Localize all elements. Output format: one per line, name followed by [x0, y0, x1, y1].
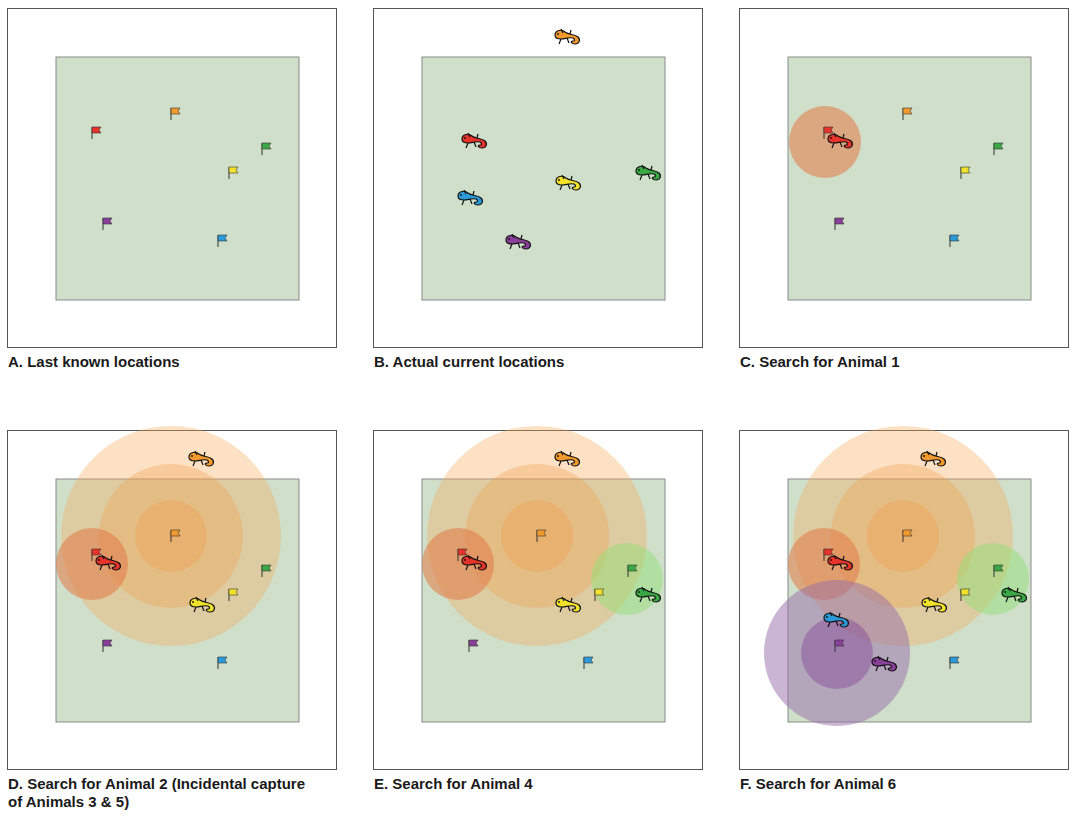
search-radius — [957, 543, 1029, 615]
salamander — [555, 29, 579, 44]
map-panel: E. Search for Animal 4 — [373, 430, 703, 770]
map-panel: A. Last known locations — [7, 8, 337, 348]
location-flag — [229, 589, 238, 601]
location-flag — [961, 167, 970, 179]
salamander — [828, 133, 852, 148]
study-area — [56, 57, 299, 300]
salamander — [872, 656, 896, 671]
location-flag — [835, 218, 844, 230]
salamander — [462, 133, 486, 148]
map-panel: B. Actual current locations — [373, 8, 703, 348]
location-flag — [994, 143, 1003, 155]
salamander — [556, 597, 580, 612]
salamander — [190, 597, 214, 612]
location-flag — [218, 235, 227, 247]
salamander — [636, 587, 660, 602]
map-illustration — [374, 431, 704, 771]
search-radius — [135, 500, 207, 572]
location-flag — [229, 167, 238, 179]
location-flag — [835, 640, 844, 652]
location-flag — [950, 657, 959, 669]
location-flag — [595, 589, 604, 601]
map-panel: D. Search for Animal 2 (Incidental captu… — [7, 430, 337, 770]
location-flag — [171, 108, 180, 120]
search-radius — [801, 617, 873, 689]
search-radius — [465, 464, 609, 608]
location-flag — [628, 565, 637, 577]
study-area — [788, 57, 1031, 300]
search-radius — [501, 500, 573, 572]
salamander — [555, 451, 579, 466]
salamander — [828, 555, 852, 570]
location-flag — [103, 640, 112, 652]
location-flag — [950, 235, 959, 247]
location-flag — [171, 530, 180, 542]
map-illustration — [8, 431, 338, 771]
location-flag — [218, 657, 227, 669]
salamander — [1002, 587, 1026, 602]
location-flag — [92, 127, 101, 139]
panel-caption: D. Search for Animal 2 (Incidental captu… — [8, 775, 308, 811]
location-flag — [537, 530, 546, 542]
panel-caption: C. Search for Animal 1 — [740, 353, 1040, 371]
salamander — [96, 555, 120, 570]
search-radius — [591, 543, 663, 615]
location-flag — [103, 218, 112, 230]
location-flag — [994, 565, 1003, 577]
location-flag — [262, 143, 271, 155]
location-flag — [584, 657, 593, 669]
panel-caption: B. Actual current locations — [374, 353, 674, 371]
location-flag — [469, 640, 478, 652]
map-illustration — [8, 9, 338, 349]
salamander — [636, 165, 660, 180]
search-radius — [99, 464, 243, 608]
salamander — [458, 190, 482, 205]
search-radius — [764, 580, 910, 726]
map-illustration — [740, 9, 1070, 349]
map-illustration — [740, 431, 1070, 771]
salamander — [556, 175, 580, 190]
salamander — [506, 234, 530, 249]
search-radius — [867, 500, 939, 572]
search-radius — [56, 528, 128, 600]
location-flag — [961, 589, 970, 601]
map-panel: F. Search for Animal 6 — [739, 430, 1069, 770]
location-flag — [903, 108, 912, 120]
location-flag — [262, 565, 271, 577]
salamander — [921, 451, 945, 466]
salamander — [462, 555, 486, 570]
location-flag — [903, 530, 912, 542]
panel-caption: E. Search for Animal 4 — [374, 775, 674, 793]
map-illustration — [374, 9, 704, 349]
search-radius — [422, 528, 494, 600]
panel-caption: F. Search for Animal 6 — [740, 775, 1040, 793]
salamander — [922, 597, 946, 612]
salamander — [189, 451, 213, 466]
panel-caption: A. Last known locations — [8, 353, 308, 371]
salamander — [824, 612, 848, 627]
search-radius — [789, 106, 861, 178]
map-panel: C. Search for Animal 1 — [739, 8, 1069, 348]
study-area — [422, 57, 665, 300]
